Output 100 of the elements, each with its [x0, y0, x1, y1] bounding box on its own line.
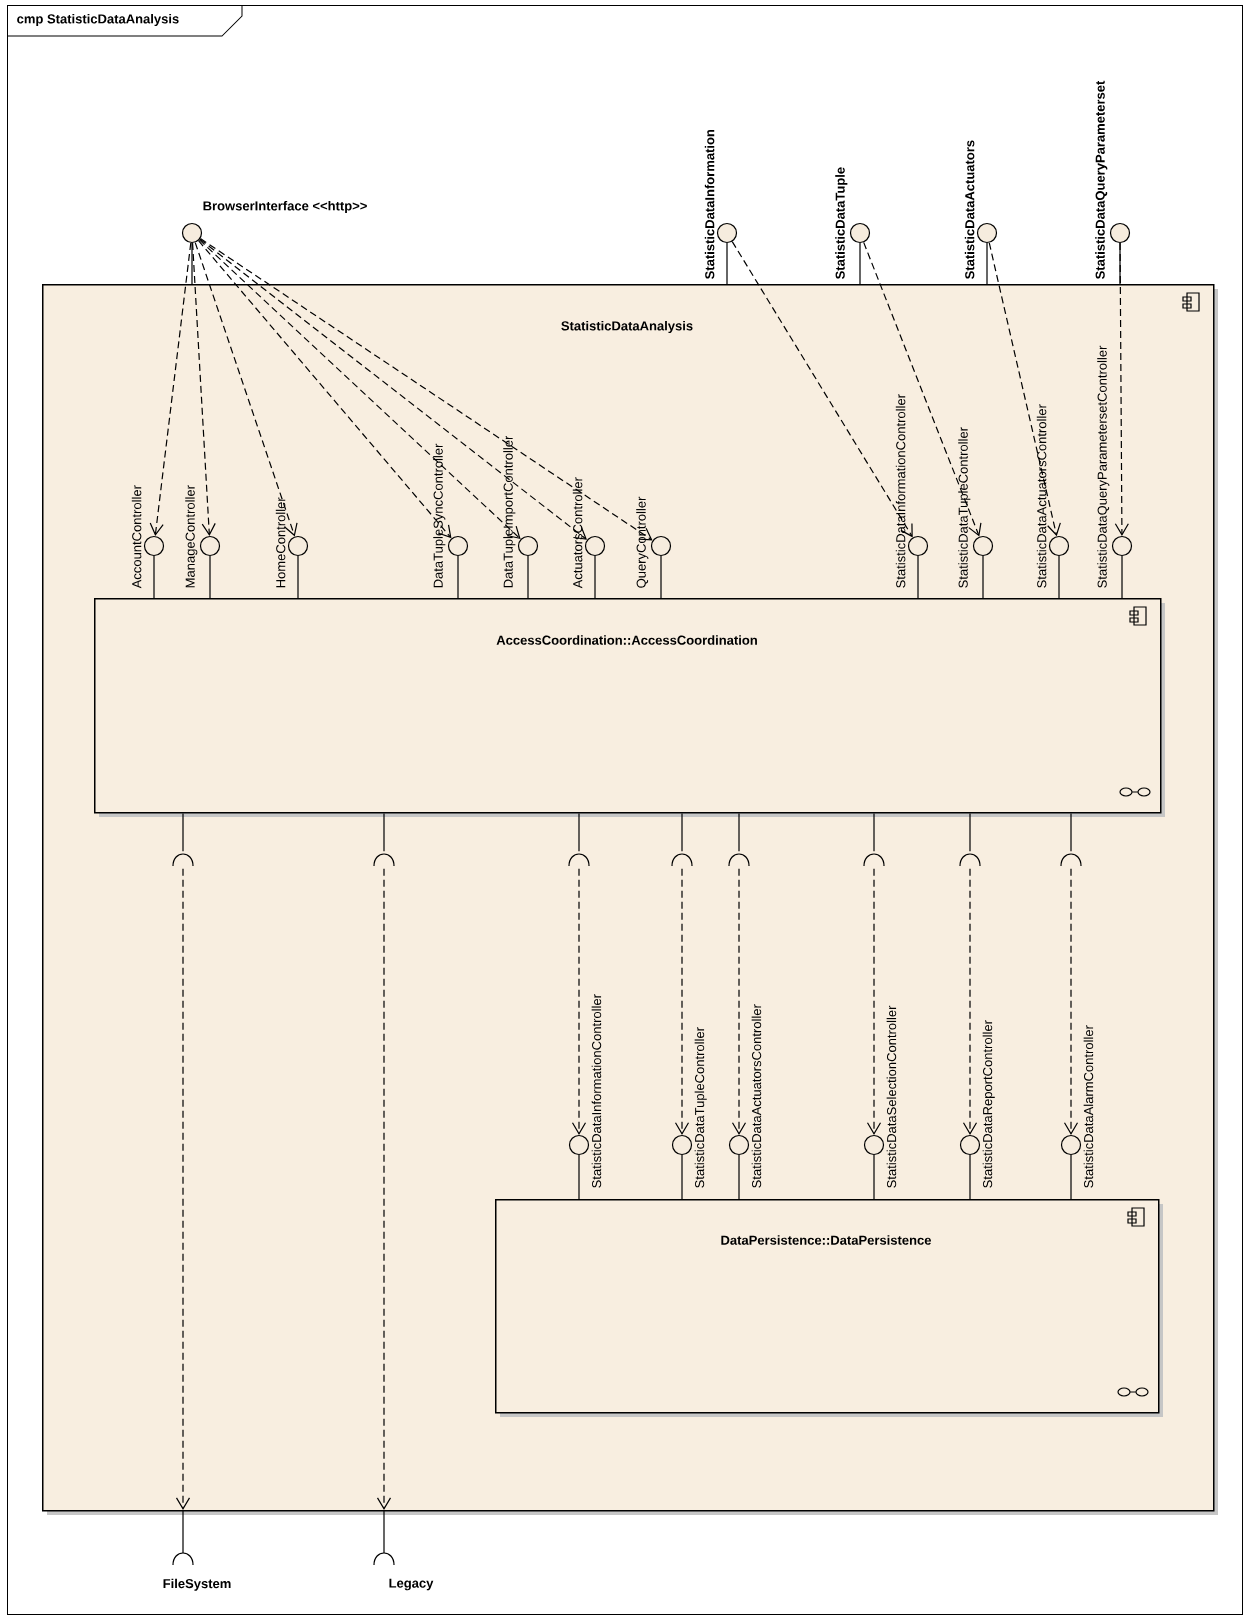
interface-lollipop: StatisticDataTupleController	[958, 427, 994, 588]
node-label: StatisticDataAlarmController	[1083, 1025, 1094, 1188]
connector-line	[457, 555, 459, 599]
connector-line	[738, 812, 740, 852]
connector-line	[527, 555, 529, 599]
connector-line	[209, 555, 211, 599]
node-label: StatisticDataActuatorsController	[751, 1004, 762, 1188]
connector-line	[1070, 1154, 1072, 1200]
interface-lollipop: StatisticDataQueryParametersetController	[1097, 345, 1133, 588]
node-label: StatisticDataTupleController	[958, 427, 971, 588]
interface-lollipop: StatisticDataInformation	[704, 129, 738, 279]
interface-lollipop: QueryController	[636, 496, 672, 588]
node-label: StatisticDataReportController	[982, 1020, 995, 1188]
connector-line	[873, 1154, 875, 1200]
socket-symbol	[959, 853, 981, 867]
node-label: ManageController	[185, 485, 198, 588]
node-label: DataTupleSyncController	[433, 443, 446, 588]
dependency-arrow	[571, 868, 587, 1135]
dependency-arrow	[197, 240, 452, 539]
interface-lollipop: StatisticDataActuatorsController	[1036, 404, 1070, 588]
connector-line	[182, 812, 184, 852]
socket-symbol	[1060, 853, 1082, 867]
interface-lollipop: StatisticDataReportController	[959, 1020, 995, 1188]
connector-line	[1070, 812, 1072, 852]
connector-line	[660, 555, 662, 599]
dependency-arrow	[731, 868, 747, 1135]
node-label: StatisticDataInformationController	[895, 394, 906, 588]
connector-line	[681, 1154, 683, 1200]
interface-lollipop: StatisticDataAlarmController	[1060, 1025, 1094, 1188]
node-label: StatisticDataTuple	[835, 167, 848, 279]
dependency-arrow	[175, 868, 191, 1510]
connector-line	[383, 812, 385, 852]
interface-lollipop: StatisticDataSelectionController	[863, 1005, 897, 1188]
connector-line	[1058, 555, 1060, 599]
connector-line	[191, 242, 193, 285]
connector-line	[594, 555, 596, 599]
interface-lollipop: DataTupleSyncController	[433, 443, 469, 588]
interface-lollipop: ManageController	[185, 485, 221, 588]
connector-line	[578, 812, 580, 852]
interface-lollipop: StatisticDataInformationController	[568, 994, 602, 1188]
socket-symbol	[172, 853, 194, 867]
connector-line	[681, 812, 683, 852]
dependency-arrow	[866, 868, 882, 1135]
dependency-arrow	[731, 241, 913, 538]
connector-line	[726, 242, 728, 285]
connector-line	[578, 1154, 580, 1200]
node-label: StatisticDataInformationController	[591, 994, 602, 1188]
component-box: DataPersistence::DataPersistence	[495, 1199, 1163, 1417]
interface-lollipop: StatisticDataQueryParameterset	[1095, 80, 1131, 279]
socket-symbol	[863, 853, 885, 867]
dependency-arrow	[149, 242, 192, 536]
node-label: StatisticDataQueryParametersetController	[1097, 345, 1110, 588]
interface-lollipop: StatisticDataActuatorsController	[728, 1004, 762, 1188]
node-label: AccountController	[131, 485, 142, 589]
interface-lollipop: ActuatorsController	[572, 477, 606, 589]
interface-lollipop: StatisticDataInformationController	[895, 394, 929, 588]
node-label: StatisticDataActuatorsController	[1036, 404, 1047, 588]
component-box: AccessCoordination::AccessCoordination	[94, 598, 1165, 817]
interface-lollipop: StatisticDataTupleController	[671, 1027, 707, 1188]
connector-line	[873, 812, 875, 852]
connector-line	[982, 555, 984, 599]
node-label: QueryController	[636, 496, 649, 588]
connector-line	[297, 555, 299, 599]
connector-line	[917, 555, 919, 599]
connector-line	[859, 242, 861, 285]
node-label: BrowserInterface <<http>>	[203, 200, 367, 214]
dependency-arrow	[988, 242, 1061, 537]
connector-line	[153, 555, 155, 599]
node-label: DataTupleImportController	[503, 435, 516, 588]
dependency-arrow	[674, 868, 690, 1135]
dependency-arrow	[194, 241, 298, 537]
interface-lollipop: StatisticDataTuple	[835, 167, 871, 279]
interface-lollipop: HomeController	[275, 497, 309, 588]
node-label: StatisticDataTupleController	[694, 1027, 707, 1188]
dependency-arrow	[376, 868, 392, 1510]
node-label: StatisticDataActuators	[964, 140, 975, 279]
node-label: HomeController	[275, 497, 286, 588]
socket-symbol	[728, 853, 750, 867]
connector-line	[738, 1154, 740, 1200]
interface-lollipop: AccountController	[131, 485, 165, 589]
interface-lollipop: BrowserInterface <<http>>	[181, 200, 367, 244]
socket-symbol	[568, 853, 590, 867]
interface-lollipop: DataTupleImportController	[503, 435, 539, 588]
connector-line	[986, 242, 988, 285]
interface-lollipop: StatisticDataActuators	[964, 140, 998, 279]
dependency-arrow	[198, 239, 521, 540]
dependency-arrow	[962, 868, 978, 1135]
socket-symbol	[373, 853, 395, 867]
dependency-arrow	[1114, 242, 1129, 536]
node-label: StatisticDataSelectionController	[886, 1005, 897, 1188]
dependency-arrow	[192, 242, 216, 536]
connector-line	[1121, 555, 1123, 599]
node-label: ActuatorsController	[572, 477, 583, 589]
connector-line	[969, 812, 971, 852]
dependency-arrow	[1063, 868, 1079, 1135]
dependency-arrow	[863, 241, 982, 537]
node-label: StatisticDataInformation	[704, 129, 715, 279]
socket-symbol	[671, 853, 693, 867]
node-label: StatisticDataQueryParameterset	[1095, 80, 1108, 279]
connector-line	[969, 1154, 971, 1200]
